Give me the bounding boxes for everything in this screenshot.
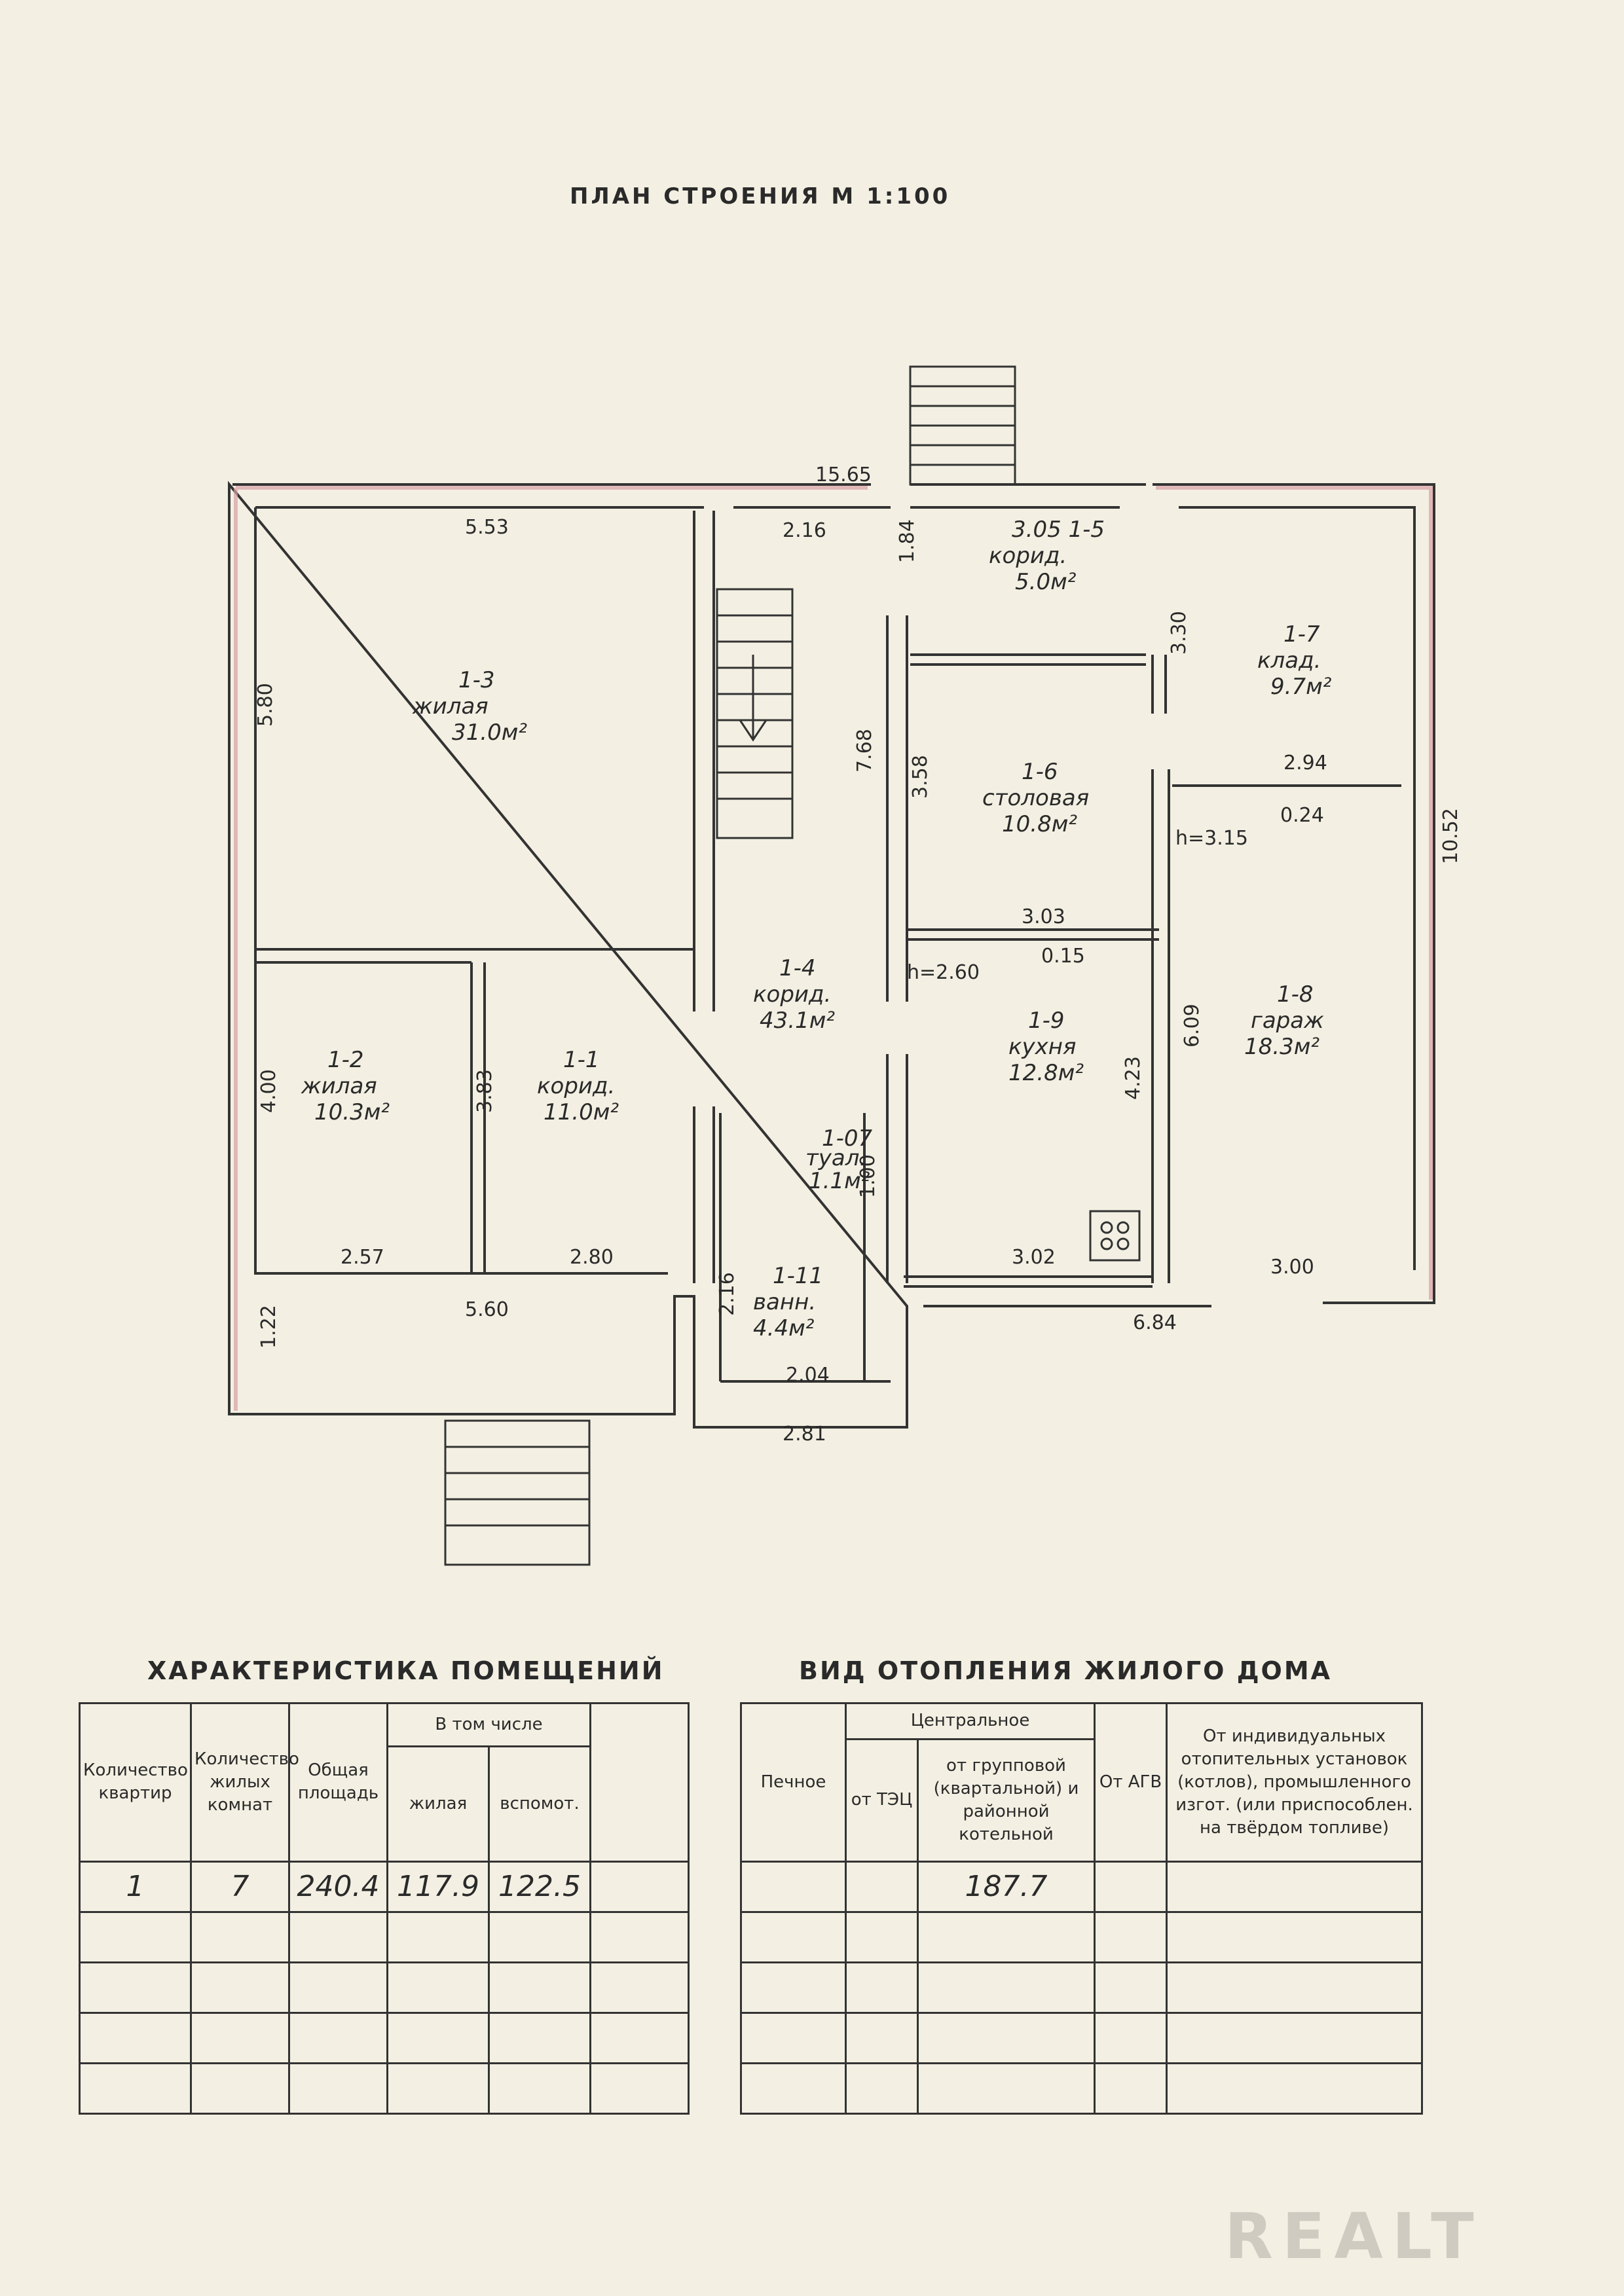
dim-label: 2.81: [783, 1423, 826, 1446]
header-living-rooms: Количество жилых комнат: [190, 1702, 299, 1863]
dim-label: h=3.15: [1175, 827, 1248, 850]
dim-label: 2.94: [1283, 752, 1327, 774]
dim-label: 10.52: [1439, 808, 1462, 864]
dimension-labels: 15.65 5.53 2.16 1.84 3.30 5.80 7.68 3.58…: [254, 464, 1462, 1446]
dim-label: 0.24: [1280, 804, 1324, 827]
header-central: Центральное: [844, 1702, 1096, 1740]
dim-label: 7.68: [853, 729, 876, 773]
dim-label: 15.65: [815, 464, 872, 486]
document-title: ПЛАН СТРОЕНИЯ М 1:100: [570, 183, 951, 210]
header-total-area: Общая площадь: [288, 1702, 388, 1863]
dim-label: 2.57: [341, 1246, 384, 1269]
dim-label: 3.02: [1012, 1246, 1056, 1269]
header-auxiliary: вспомот.: [487, 1745, 592, 1863]
dim-label: 3.30: [1168, 611, 1190, 655]
dim-label: 2.80: [570, 1246, 614, 1269]
dim-label: 2.04: [786, 1364, 830, 1387]
entrance-steps-top: [909, 365, 1016, 486]
heating-table: Печное Центральное От АГВ От индивидуаль…: [740, 1702, 1424, 2115]
cell-group: 187.7: [916, 1860, 1096, 1914]
cell-living-rooms: 7: [190, 1860, 290, 1914]
dim-label: 0.15: [1041, 945, 1085, 968]
header-in-that-number: В том числе: [386, 1702, 592, 1747]
dim-label: 5.60: [465, 1298, 509, 1321]
dim-label: 1.22: [257, 1305, 280, 1349]
dim-label: 2.16: [716, 1272, 739, 1316]
stove-symbol: [1089, 1210, 1141, 1262]
characteristics-title: ХАРАКТЕРИСТИКА ПОМЕЩЕНИЙ: [147, 1656, 665, 1685]
header-apartments: Количество квартир: [79, 1702, 192, 1863]
characteristics-table: Количество квартир Количество жилых комн…: [79, 1702, 690, 2115]
wall-accents: [234, 486, 1433, 1411]
dim-label: 1.00: [857, 1154, 879, 1198]
heating-title: ВИД ОТОПЛЕНИЯ ЖИЛОГО ДОМА: [799, 1656, 1333, 1685]
cell-total-area: 240.4: [288, 1860, 388, 1914]
header-group: от групповой (квартальной) и районной ко…: [916, 1738, 1096, 1863]
dim-label: 2.16: [783, 519, 826, 542]
cell-apartments: 1: [79, 1860, 192, 1914]
dim-label: 4.00: [257, 1069, 280, 1113]
walls: [228, 481, 1435, 1429]
dim-label: 4.23: [1122, 1056, 1145, 1100]
header-agv: От АГВ: [1094, 1702, 1168, 1863]
entrance-steps-bottom: [444, 1419, 591, 1566]
dim-label: h=2.60: [907, 961, 980, 984]
dim-label: 3.03: [1022, 905, 1065, 928]
dim-label: 6.09: [1181, 1004, 1204, 1048]
cell-living: 117.9: [386, 1860, 490, 1914]
header-empty: [589, 1702, 690, 1863]
header-living: жилая: [386, 1745, 490, 1863]
header-individual: От индивидуальных отопительных установок…: [1166, 1702, 1424, 1863]
dim-label: 3.00: [1270, 1256, 1314, 1279]
dim-label: 3.83: [473, 1069, 496, 1113]
dim-label: 6.84: [1133, 1311, 1177, 1334]
dim-label: 5.53: [465, 516, 509, 539]
header-stove: Печное: [740, 1702, 847, 1863]
cell-auxiliary: 122.5: [487, 1860, 592, 1914]
header-tec: от ТЭЦ: [845, 1738, 919, 1863]
dim-label: 3.58: [909, 755, 932, 799]
watermark-logo: REALT: [1225, 2200, 1483, 2273]
dim-label: 5.80: [254, 683, 277, 727]
staircase: [716, 588, 794, 839]
dim-label: 1.84: [896, 519, 919, 563]
cell-empty: [589, 1860, 690, 1914]
